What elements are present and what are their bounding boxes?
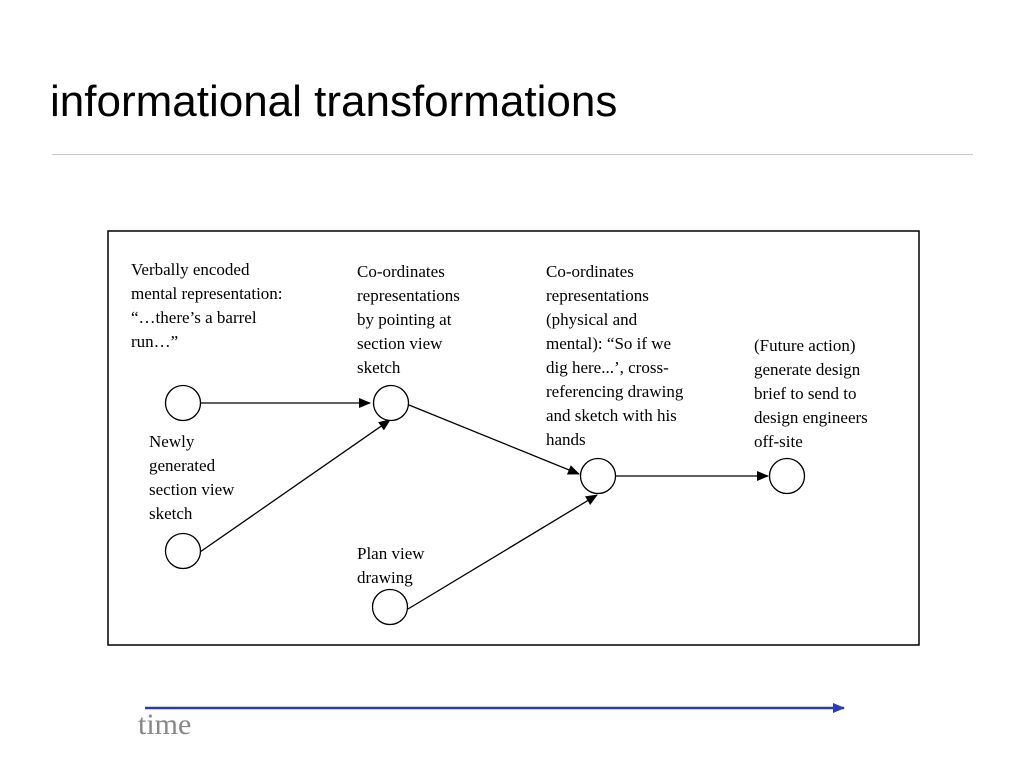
label-pointing: Co-ordinates representations by pointing… [357, 262, 460, 377]
label-future: (Future action) generate design brief to… [754, 334, 872, 454]
node-plan [371, 588, 409, 626]
node-verbal [164, 384, 202, 422]
edge-plan-to-physical [407, 494, 598, 610]
edge-pointing-to-physical [408, 404, 580, 475]
diagram-frame [107, 230, 920, 646]
edge-sketch-to-pointing [199, 419, 391, 553]
node-future [768, 457, 806, 495]
label-plan: Plan view drawing [357, 544, 425, 587]
node-physical [579, 457, 617, 495]
title-divider [52, 154, 973, 155]
label-verbal: Verbally encoded mental representation: … [131, 260, 283, 351]
label-new-sketch: Newly generated section view sketch [149, 432, 235, 523]
node-new-sketch [164, 532, 202, 570]
time-label: time [138, 708, 192, 741]
node-pointing [372, 384, 410, 422]
slide-title: informational transformations [50, 77, 618, 126]
label-physical: Co-ordinates representations (physical a… [546, 262, 684, 449]
